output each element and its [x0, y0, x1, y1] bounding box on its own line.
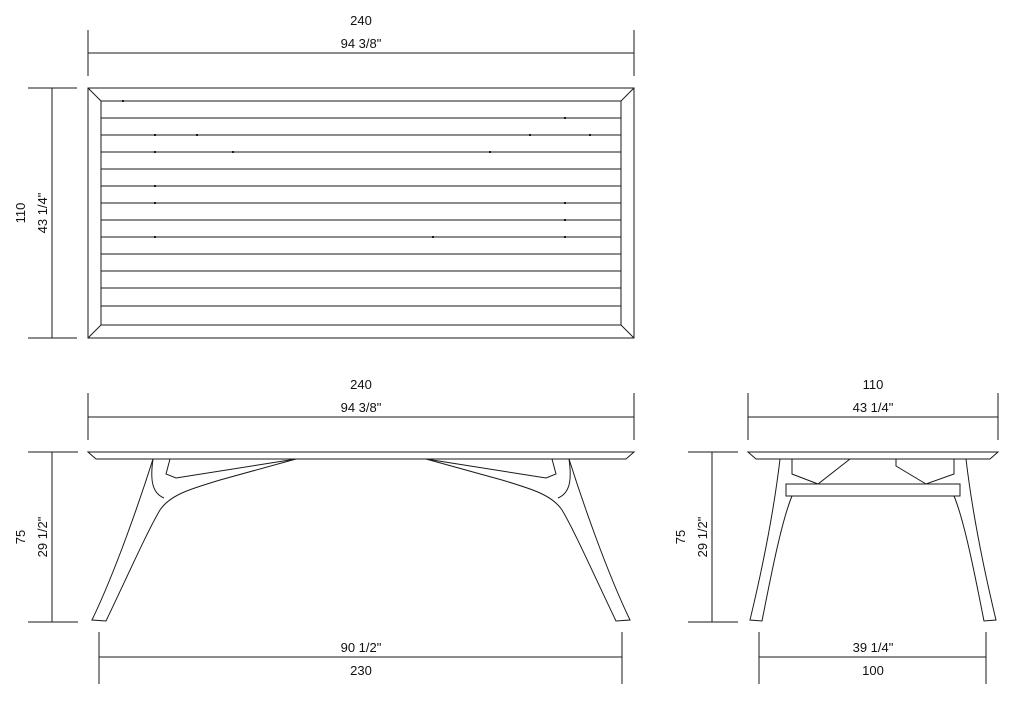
- side-leg-span-in: 39 1/4": [853, 640, 894, 655]
- front-right-leg: [425, 458, 631, 622]
- front-left-leg: [91, 458, 297, 622]
- screw-mark: [564, 236, 566, 238]
- screw-mark: [154, 185, 156, 187]
- screw-mark: [122, 100, 124, 102]
- screw-mark: [196, 134, 198, 136]
- screw-mark: [232, 151, 234, 153]
- side-leg-span-dimension: 39 1/4" 100: [758, 632, 987, 684]
- screw-mark: [154, 151, 156, 153]
- screw-mark: [589, 134, 591, 136]
- side-height-dimension: 75 29 1/2": [673, 451, 738, 623]
- top-depth-dimension: 110 43 1/4": [13, 87, 77, 339]
- front-width-cm: 240: [350, 377, 372, 392]
- front-height-dimension: 75 29 1/2": [13, 451, 78, 623]
- tabletop-slats: [101, 117, 621, 307]
- front-view: 240 94 3/8" 75 29 1/2" 90 1/2": [13, 377, 636, 684]
- side-height-cm: 75: [673, 530, 688, 544]
- top-width-cm: 240: [350, 13, 372, 28]
- top-depth-in: 43 1/4": [35, 192, 50, 233]
- front-leg-span-cm: 230: [350, 663, 372, 678]
- side-width-cm: 110: [863, 377, 884, 392]
- screw-mark: [432, 236, 434, 238]
- front-width-in: 94 3/8": [341, 400, 382, 415]
- front-leg-span-dimension: 90 1/2" 230: [98, 632, 623, 684]
- screw-mark: [154, 236, 156, 238]
- screw-mark: [154, 134, 156, 136]
- side-view: 110 43 1/4" 75 29 1/2" 39 1/4": [673, 377, 1000, 684]
- side-leg-frame: [749, 458, 997, 622]
- tabletop-top-view: [87, 87, 635, 339]
- front-width-dimension: 240 94 3/8": [87, 377, 635, 440]
- top-width-in: 94 3/8": [341, 36, 382, 51]
- side-height-in: 29 1/2": [695, 516, 710, 557]
- screw-mark: [529, 134, 531, 136]
- front-leg-span-in: 90 1/2": [341, 640, 382, 655]
- screw-mark: [154, 202, 156, 204]
- top-width-dimension: 240 94 3/8": [87, 13, 635, 76]
- screw-mark: [564, 219, 566, 221]
- side-tabletop: [746, 451, 1000, 460]
- top-view: 240 94 3/8" 110 43 1/4": [13, 13, 635, 339]
- front-height-cm: 75: [13, 530, 28, 544]
- screw-mark: [564, 117, 566, 119]
- side-width-in: 43 1/4": [853, 400, 894, 415]
- front-tabletop: [86, 451, 636, 460]
- top-depth-cm: 110: [13, 203, 28, 224]
- screw-mark: [564, 202, 566, 204]
- screw-mark: [489, 151, 491, 153]
- side-width-dimension: 110 43 1/4": [747, 377, 999, 440]
- slat-screw-marks: [122, 100, 591, 238]
- front-height-in: 29 1/2": [35, 516, 50, 557]
- side-leg-span-cm: 100: [862, 663, 884, 678]
